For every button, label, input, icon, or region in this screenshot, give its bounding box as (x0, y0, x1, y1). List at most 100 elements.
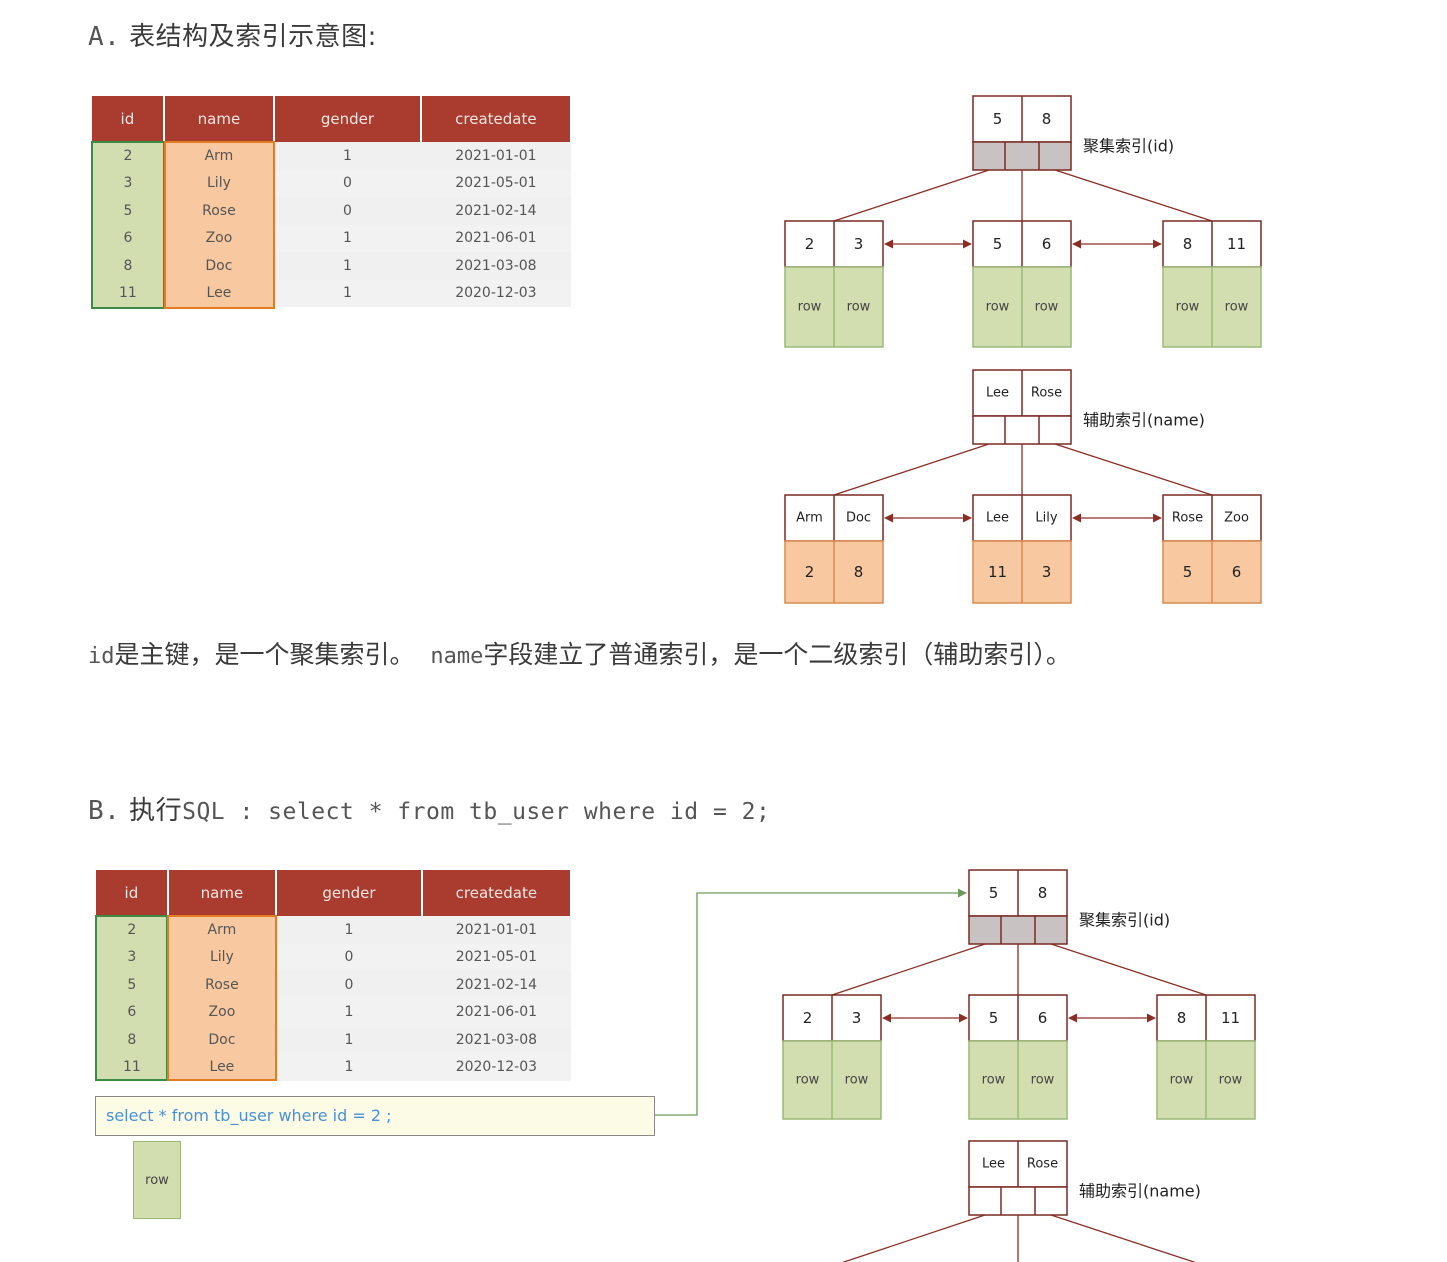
cell-createdate: 2020-12-03 (420, 279, 571, 307)
cell-createdate: 2020-12-03 (421, 1053, 571, 1081)
leaf-value: row (798, 300, 822, 315)
leaf-value: row (845, 1073, 869, 1088)
cell-gender: 1 (274, 252, 421, 280)
leaf-key: 11 (1221, 1009, 1240, 1027)
leaf-value: 6 (1232, 563, 1242, 581)
cell-name: Lee (167, 1053, 277, 1081)
leaf-key: Lily (1035, 511, 1057, 526)
cell-createdate: 2021-01-01 (420, 142, 571, 170)
root-key: 5 (989, 884, 999, 902)
cell-gender: 0 (274, 169, 421, 197)
cell-createdate: 2021-02-14 (420, 197, 571, 225)
cell-name: Arm (167, 916, 277, 944)
column-header-id: id (92, 96, 165, 142)
leaf-key: 5 (993, 235, 1003, 253)
column-header-name: name (167, 870, 278, 916)
leaf-value: row (796, 1073, 820, 1088)
cell-id: 6 (96, 998, 168, 1026)
cell-gender: 1 (274, 224, 421, 252)
root-key: Rose (1031, 386, 1062, 401)
leaf-value: 2 (805, 563, 815, 581)
leaf-value: row (982, 1073, 1006, 1088)
column-header-createdate: createdate (421, 870, 573, 916)
query-result-row: row (133, 1141, 181, 1219)
root-key: 8 (1038, 884, 1048, 902)
cell-gender: 1 (276, 1026, 422, 1054)
cell-id: 8 (96, 1026, 168, 1054)
cell-gender: 1 (276, 1053, 422, 1081)
section-a-label: A. (88, 22, 121, 52)
root-key: 5 (993, 110, 1003, 128)
column-header-name: name (163, 96, 276, 142)
leaf-value: row (847, 300, 871, 315)
cell-createdate: 2021-05-01 (421, 943, 571, 971)
leaf-key: 11 (1227, 235, 1246, 253)
section-b-sql: SQL : select * from tb_user where id = 2… (182, 799, 771, 825)
cell-name: Lily (167, 943, 277, 971)
tree-edge (833, 443, 990, 496)
cell-id: 6 (92, 224, 164, 252)
root-pointers (972, 141, 1072, 171)
leaf-key: 3 (854, 235, 864, 253)
leaf-key: 6 (1038, 1009, 1048, 1027)
root-pointers (972, 415, 1072, 445)
text-primary-key: 是主键，是一个聚集索引。 (114, 640, 415, 669)
root-pointers (968, 1186, 1068, 1216)
section-a-heading: A. 表结构及索引示意图: (88, 16, 377, 53)
leaf-value: 5 (1183, 563, 1193, 581)
cell-id: 5 (92, 197, 164, 225)
leaf-value: row (1176, 300, 1200, 315)
cell-gender: 1 (274, 142, 421, 170)
cell-createdate: 2021-03-08 (421, 1026, 571, 1054)
column-header-gender: gender (274, 96, 422, 142)
leaf-value: row (986, 300, 1010, 315)
leaf-key: 5 (989, 1009, 999, 1027)
code-name: name (430, 644, 484, 669)
leaf-value: row (1031, 1073, 1055, 1088)
root-pointers (968, 915, 1068, 945)
cell-name: Lily (163, 169, 275, 197)
cell-createdate: 2021-05-01 (420, 169, 571, 197)
column-header-id: id (96, 870, 169, 916)
leaf-key: 2 (803, 1009, 813, 1027)
root-key: Rose (1027, 1157, 1058, 1172)
leaf-key: 3 (852, 1009, 862, 1027)
tree-edge (831, 943, 986, 996)
index-label: 辅助索引(name) (1083, 411, 1205, 430)
sql-query-box: select * from tb_user where id = 2 ; (95, 1096, 655, 1136)
leaf-key: 2 (805, 235, 815, 253)
index-label: 聚集索引(id) (1079, 911, 1170, 930)
cell-gender: 1 (276, 916, 422, 944)
section-b-label: B. (88, 796, 121, 826)
leaf-key: 8 (1177, 1009, 1187, 1027)
cell-name: Arm (163, 142, 275, 170)
cell-gender: 0 (276, 971, 422, 999)
cell-name: Zoo (163, 224, 275, 252)
cell-name: Lee (163, 279, 275, 307)
leaf-key: Rose (1172, 511, 1203, 526)
cell-name: Rose (163, 197, 275, 225)
leaf-value: row (1170, 1073, 1194, 1088)
leaf-value: row (1219, 1073, 1243, 1088)
leaf-key: Arm (796, 511, 823, 526)
leaf-key: Zoo (1224, 511, 1249, 526)
cell-gender: 0 (276, 943, 422, 971)
root-key: 8 (1042, 110, 1052, 128)
cell-id: 11 (92, 279, 164, 307)
cell-name: Zoo (167, 998, 277, 1026)
section-a-title: 表结构及索引示意图: (129, 22, 377, 52)
